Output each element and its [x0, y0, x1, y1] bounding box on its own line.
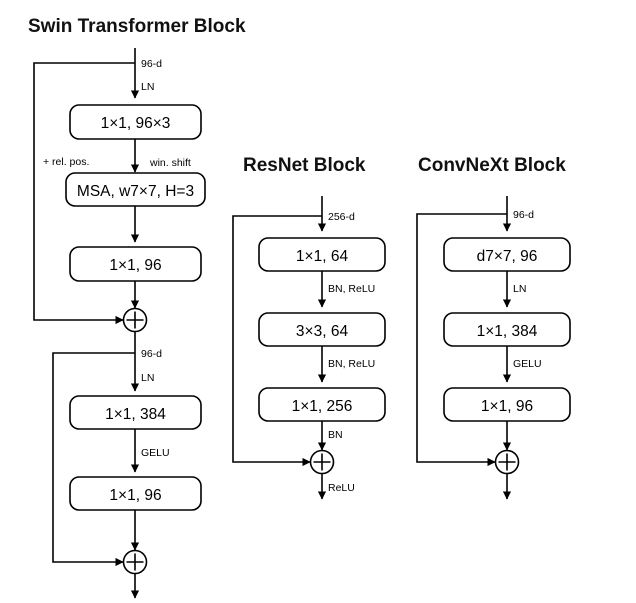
swin-sum-2	[122, 549, 148, 575]
swin-skip-connection-2	[52, 352, 135, 567]
swin-edge-label-ln-1: LN	[141, 81, 154, 93]
convnext-box-2-label: 1×1, 384	[477, 323, 538, 340]
swin-skip-connection-1	[33, 62, 135, 325]
swin-edge-label-rel-pos: + rel. pos.	[43, 156, 89, 168]
swin-box-4-label: 1×1, 384	[105, 406, 166, 423]
convnext-box-1-label: d7×7, 96	[477, 248, 538, 265]
convnext-input-label: 96-d	[513, 209, 534, 221]
resnet-block-title: ResNet Block	[243, 155, 366, 176]
convnext-box-3-label: 1×1, 96	[481, 398, 533, 415]
convnext-skip-connection	[416, 213, 507, 467]
swin-mid-dim-label: 96-d	[141, 348, 162, 360]
resnet-edge-label-relu: ReLU	[328, 482, 355, 494]
convnext-edge-label-ln: LN	[513, 283, 526, 295]
swin-box-3-label: 1×1, 96	[109, 257, 161, 274]
convnext-sum	[494, 449, 520, 475]
swin-transformer-block: Swin Transformer Block 96-d LN 1×1, 96×3…	[28, 16, 246, 599]
resnet-box-3-label: 1×1, 256	[292, 398, 353, 415]
resnet-edge-label-bn-relu-1: BN, ReLU	[328, 283, 375, 295]
swin-box-5-label: 1×1, 96	[109, 487, 161, 504]
convnext-edge-label-gelu: GELU	[513, 358, 542, 370]
convnext-block: ConvNeXt Block 96-d d7×7, 96 LN 1×1, 384…	[416, 155, 571, 500]
swin-edge-label-win-shift: win. shift	[149, 157, 191, 169]
convnext-block-title: ConvNeXt Block	[418, 155, 566, 176]
resnet-input-label: 256-d	[328, 211, 355, 223]
resnet-edge-label-bn: BN	[328, 429, 343, 441]
resnet-block: ResNet Block 256-d 1×1, 64 BN, ReLU 3×3,…	[232, 155, 386, 500]
resnet-box-2-label: 3×3, 64	[296, 323, 349, 340]
resnet-sum	[309, 449, 335, 475]
swin-sum-1	[122, 307, 148, 333]
resnet-skip-connection	[232, 215, 322, 467]
swin-box-1-label: 1×1, 96×3	[101, 115, 171, 132]
swin-block-title: Swin Transformer Block	[28, 16, 246, 37]
swin-box-msa-label: MSA, w7×7, H=3	[77, 183, 194, 200]
swin-edge-label-ln-2: LN	[141, 372, 154, 384]
swin-edge-label-gelu: GELU	[141, 447, 170, 459]
resnet-edge-label-bn-relu-2: BN, ReLU	[328, 358, 375, 370]
swin-input-label: 96-d	[141, 58, 162, 70]
resnet-box-1-label: 1×1, 64	[296, 248, 349, 265]
